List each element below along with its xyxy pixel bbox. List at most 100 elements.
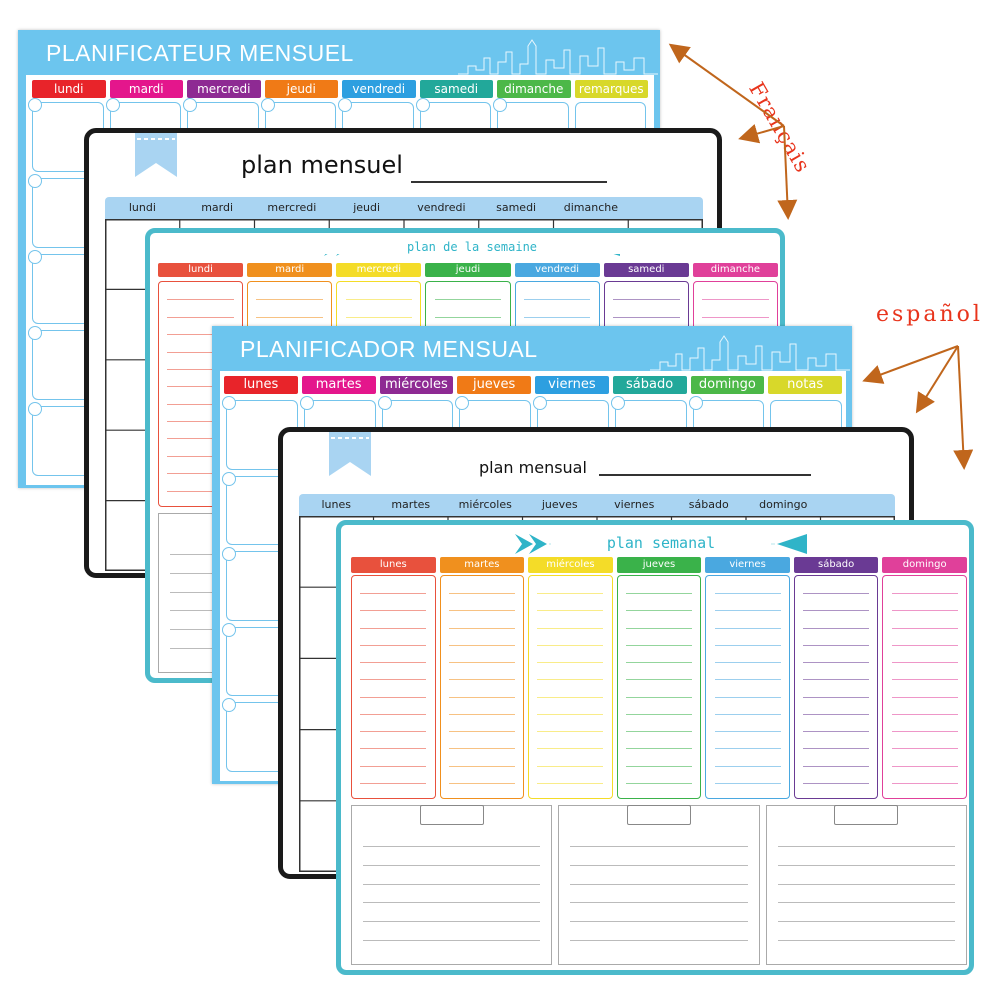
- plan-day-1: mardi: [201, 201, 234, 214]
- writing-line: [891, 713, 958, 715]
- plan-day-0: lunes: [321, 498, 352, 511]
- plan-day-4: viernes: [614, 498, 655, 511]
- writing-line: [891, 593, 958, 595]
- writing-line: [167, 490, 234, 492]
- plan-day-5: samedi: [496, 201, 537, 214]
- notes-line: [363, 921, 541, 923]
- day-circle-icon: [299, 396, 314, 410]
- writing-line: [891, 662, 958, 664]
- writing-line: [714, 627, 781, 629]
- writing-line: [167, 316, 234, 318]
- plan-day-1: martes: [391, 498, 431, 511]
- fr-plan-title: plan mensuel: [241, 151, 403, 179]
- writing-line: [537, 644, 604, 646]
- arrow-to-fr-weekly: [777, 125, 798, 220]
- day-circle-icon: [493, 98, 507, 112]
- writing-line: [714, 713, 781, 715]
- writing-line: [803, 627, 870, 629]
- day-circle-icon: [222, 396, 236, 410]
- week-day-0: lundi: [158, 263, 244, 277]
- day-circle-icon: [28, 402, 42, 416]
- writing-line: [167, 438, 234, 440]
- writing-line: [448, 610, 515, 612]
- day-header-4: vendredi: [342, 80, 416, 98]
- writing-line: [803, 644, 870, 646]
- writing-line: [625, 610, 692, 612]
- notes-line: [363, 845, 541, 847]
- writing-line: [448, 662, 515, 664]
- day-header-5: sábado: [612, 376, 687, 394]
- writing-line: [714, 765, 781, 767]
- writing-line: [537, 696, 604, 698]
- writing-line: [448, 713, 515, 715]
- week-day-1: martes: [439, 557, 525, 573]
- writing-line: [537, 782, 604, 784]
- city-skyline-icon: [458, 39, 658, 75]
- writing-line: [167, 455, 234, 457]
- writing-line: [625, 696, 692, 698]
- writing-line: [714, 610, 781, 612]
- day-header-3: jueves: [457, 376, 531, 394]
- writing-line: [625, 662, 692, 664]
- writing-line: [891, 644, 958, 646]
- writing-line: [891, 696, 958, 698]
- week-column: [439, 575, 525, 799]
- day-header-0: lundi: [32, 80, 106, 98]
- notes-line: [777, 845, 955, 847]
- day-circle-icon: [28, 98, 42, 112]
- writing-line: [360, 662, 427, 664]
- notes-tab: [834, 805, 899, 825]
- writing-line: [537, 610, 604, 612]
- writing-line: [256, 299, 323, 301]
- plan-day-3: jeudi: [353, 201, 381, 214]
- writing-line: [891, 765, 958, 767]
- writing-line: [523, 299, 591, 301]
- arrow-to-es-monthly: [862, 345, 959, 384]
- plan-day-5: sábado: [688, 498, 729, 511]
- writing-line: [625, 644, 692, 646]
- plan-day-6: domingo: [759, 498, 808, 511]
- writing-line: [448, 782, 515, 784]
- es-plan-header-bar: [299, 494, 895, 516]
- writing-line: [537, 765, 604, 767]
- week-day-1: mardi: [247, 263, 333, 277]
- es-weekly-title: plan semanal: [551, 534, 771, 552]
- day-header-0: lunes: [224, 376, 298, 394]
- fr-monthly-title: PLANIFICATEUR MENSUEL: [46, 40, 354, 66]
- writing-line: [803, 696, 870, 698]
- writing-line: [714, 696, 781, 698]
- writing-line: [448, 731, 515, 733]
- notes-line: [363, 883, 541, 885]
- day-header-1: martes: [301, 376, 376, 394]
- writing-line: [167, 351, 234, 353]
- writing-line: [167, 368, 234, 370]
- writing-line: [360, 713, 427, 715]
- day-circle-icon: [260, 98, 275, 112]
- bookmark-ribbon-icon: [329, 432, 371, 476]
- day-circle-icon: [105, 98, 120, 112]
- day-header-3: jeudi: [264, 80, 338, 98]
- notes-line: [777, 921, 955, 923]
- es-weekly-columns: [351, 575, 967, 799]
- notes-line: [570, 902, 748, 904]
- writing-line: [625, 748, 692, 750]
- annotation-espanol: español: [876, 302, 983, 327]
- writing-line: [702, 299, 769, 301]
- writing-line: [360, 679, 427, 681]
- day-circle-icon: [28, 174, 42, 188]
- arrow-to-fr-monthly: [668, 43, 785, 127]
- day-circle-icon: [338, 98, 352, 112]
- writing-line: [714, 679, 781, 681]
- day-circle-icon: [222, 547, 236, 562]
- writing-line: [360, 748, 427, 750]
- writing-line: [891, 731, 958, 733]
- week-column: [882, 575, 967, 799]
- day-header-5: samedi: [419, 80, 493, 98]
- writing-line: [360, 731, 427, 733]
- notes-line: [363, 864, 541, 866]
